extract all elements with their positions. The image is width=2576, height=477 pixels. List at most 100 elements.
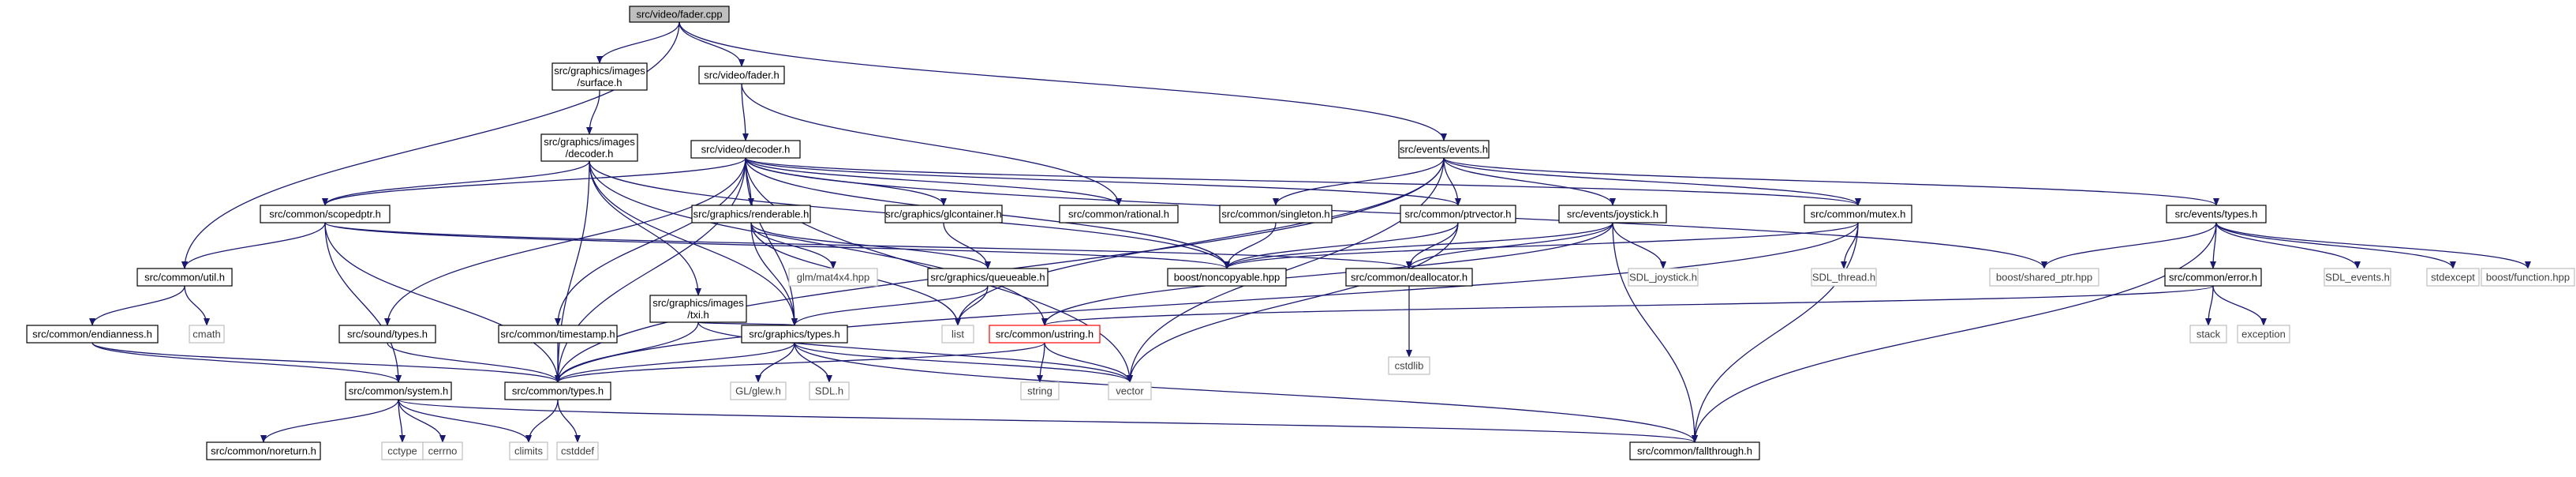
node-ptrvector-h[interactable]: src/common/ptrvector.h xyxy=(1400,205,1516,223)
node-label-fader-h: src/video/fader.h xyxy=(704,69,779,81)
node-box-sdl-joystick xyxy=(1628,268,1699,287)
edge-scopedptr-h-to-system-h xyxy=(324,222,402,383)
node-box-cmath xyxy=(189,325,225,344)
node-label-surface-h-0: src/graphics/images xyxy=(554,65,645,77)
node-rational-h[interactable]: src/common/rational.h xyxy=(1059,205,1179,223)
node-surface-h[interactable]: src/graphics/images/surface.h xyxy=(551,62,648,91)
edge-ustring-h-to-common-types-h xyxy=(555,342,1045,383)
edge-events-types-h-to-stdexcept xyxy=(2215,222,2456,269)
edge-ustring-h-to-string xyxy=(1037,342,1045,383)
node-scopedptr-h[interactable]: src/common/scopedptr.h xyxy=(260,205,391,223)
node-label-surface-h-1: /surface.h xyxy=(577,77,622,88)
node-label-queueable-h: src/graphics/queueable.h xyxy=(930,272,1045,284)
node-label-sound-types-h: src/sound/types.h xyxy=(347,329,428,340)
node-fader-h[interactable]: src/video/fader.h xyxy=(698,66,785,85)
node-label-cstdlib: cstdlib xyxy=(1395,360,1424,372)
node-label-endianness-h: src/common/endianness.h xyxy=(32,329,152,340)
node-noncopyable[interactable]: boost/noncopyable.hpp xyxy=(1167,268,1287,287)
edge-events-h-to-events-types-h xyxy=(1443,157,2219,206)
node-fader-cpp[interactable]: src/video/fader.cpp xyxy=(629,6,730,23)
node-box-climits xyxy=(509,441,548,460)
node-timestamp-h[interactable]: src/common/timestamp.h xyxy=(498,325,618,344)
edge-system-h-to-cerrno xyxy=(398,399,446,443)
node-images-decoder-h[interactable]: src/graphics/images/decoder.h xyxy=(540,133,638,162)
node-label-renderable-h: src/graphics/renderable.h xyxy=(694,208,809,220)
node-cctype: cctype xyxy=(381,441,424,460)
node-boost-function: boost/function.hpp xyxy=(2481,268,2575,287)
edge-util-h-to-endianness-h xyxy=(89,285,185,326)
node-label-fallthrough-h: src/common/fallthrough.h xyxy=(1637,445,1752,457)
edge-joystick-h-to-sdl-joystick xyxy=(1612,222,1666,269)
node-box-queueable-h xyxy=(927,268,1049,287)
node-util-h[interactable]: src/common/util.h xyxy=(136,268,233,287)
edge-events-types-h-to-fallthrough-h xyxy=(1692,222,2217,443)
node-sound-types-h[interactable]: src/sound/types.h xyxy=(338,325,436,344)
edge-graphics-types-h-to-glew-h xyxy=(755,342,795,383)
edge-sound-types-h-to-common-types-h xyxy=(387,342,561,383)
edge-queueable-h-to-list xyxy=(955,285,989,326)
node-box-noreturn-h xyxy=(206,441,321,460)
node-box-common-types-h xyxy=(504,381,611,400)
node-box-shared-ptr xyxy=(1989,268,2099,287)
node-box-glm-mat4x4 xyxy=(788,268,878,287)
node-label-events-types-h: src/events/types.h xyxy=(2175,208,2258,220)
node-video-decoder-h[interactable]: src/video/decoder.h xyxy=(690,140,801,159)
edge-mutex-h-to-noncopyable xyxy=(1224,222,1859,269)
node-box-noncopyable xyxy=(1167,268,1287,287)
node-label-tximages-h-1: /txi.h xyxy=(687,309,708,321)
node-box-tximages-h xyxy=(649,295,747,323)
node-label-graphics-types-h: src/graphics/types.h xyxy=(749,329,840,340)
edge-fader-cpp-to-util-h xyxy=(181,21,680,269)
node-label-climits: climits xyxy=(514,445,544,457)
node-label-stack: stack xyxy=(2197,329,2221,340)
node-box-surface-h xyxy=(551,62,648,91)
node-singleton-h[interactable]: src/common/singleton.h xyxy=(1219,205,1333,223)
node-box-graphics-types-h xyxy=(741,325,848,344)
node-tximages-h[interactable]: src/graphics/images/txi.h xyxy=(649,295,747,323)
node-graphics-types-h[interactable]: src/graphics/types.h xyxy=(741,325,848,344)
node-label-sdl-joystick: SDL_joystick.h xyxy=(1629,272,1697,284)
node-events-h[interactable]: src/events/events.h xyxy=(1398,140,1490,159)
node-queueable-h[interactable]: src/graphics/queueable.h xyxy=(927,268,1049,287)
node-label-util-h: src/common/util.h xyxy=(144,272,225,284)
node-system-h[interactable]: src/common/system.h xyxy=(345,381,452,400)
edge-error-h-to-ustring-h xyxy=(1041,285,2214,326)
edge-mutex-h-to-fallthrough-h xyxy=(1692,222,1859,443)
edge-graphics-types-h-to-vector xyxy=(794,342,1133,383)
node-fallthrough-h[interactable]: src/common/fallthrough.h xyxy=(1629,441,1760,460)
edge-renderable-h-to-queueable-h xyxy=(750,222,991,269)
node-ustring-h[interactable]: src/common/ustring.h xyxy=(989,325,1101,344)
node-label-sdl-h: SDL.h xyxy=(815,385,843,397)
node-label-cctype: cctype xyxy=(387,445,417,457)
node-label-fader-cpp: src/video/fader.cpp xyxy=(636,9,722,21)
edge-video-decoder-h-to-mutex-h xyxy=(745,157,1861,206)
node-label-error-h: src/common/error.h xyxy=(2169,272,2257,284)
edge-tximages-h-to-vector xyxy=(697,321,1133,383)
edge-common-types-h-to-cstddef xyxy=(557,399,581,443)
node-layer: src/video/fader.cpp src/graphics/images/s… xyxy=(26,6,2575,460)
node-label-sdl-events: SDL_events.h xyxy=(2325,272,2390,284)
node-endianness-h[interactable]: src/common/endianness.h xyxy=(26,325,159,344)
node-noreturn-h[interactable]: src/common/noreturn.h xyxy=(206,441,321,460)
node-sdl-events: SDL_events.h xyxy=(2324,268,2391,287)
node-events-types-h[interactable]: src/events/types.h xyxy=(2166,205,2267,223)
edge-fader-cpp-to-events-h xyxy=(679,21,1447,141)
node-box-timestamp-h xyxy=(498,325,618,344)
node-renderable-h[interactable]: src/graphics/renderable.h xyxy=(691,205,811,223)
node-sdl-h: SDL.h xyxy=(809,381,850,400)
node-shared-ptr: boost/shared_ptr.hpp xyxy=(1989,268,2099,287)
node-label-joystick-h: src/events/joystick.h xyxy=(1567,208,1658,220)
edge-joystick-h-to-fallthrough-h xyxy=(1612,222,1698,443)
node-mutex-h[interactable]: src/common/mutex.h xyxy=(1804,205,1912,223)
node-deallocator-h[interactable]: src/common/deallocator.h xyxy=(1345,268,1473,287)
node-error-h[interactable]: src/common/error.h xyxy=(2164,268,2262,287)
node-joystick-h[interactable]: src/events/joystick.h xyxy=(1558,205,1667,223)
node-label-cstddef: cstddef xyxy=(561,445,594,457)
edge-fader-cpp-to-surface-h xyxy=(596,21,680,64)
edge-system-h-to-fallthrough-h xyxy=(398,399,1698,443)
node-box-string xyxy=(1020,381,1060,400)
node-common-types-h[interactable]: src/common/types.h xyxy=(504,381,611,400)
edge-error-h-to-exception xyxy=(2212,285,2267,326)
node-glcontainer-h[interactable]: src/graphics/glcontainer.h xyxy=(884,205,1003,223)
